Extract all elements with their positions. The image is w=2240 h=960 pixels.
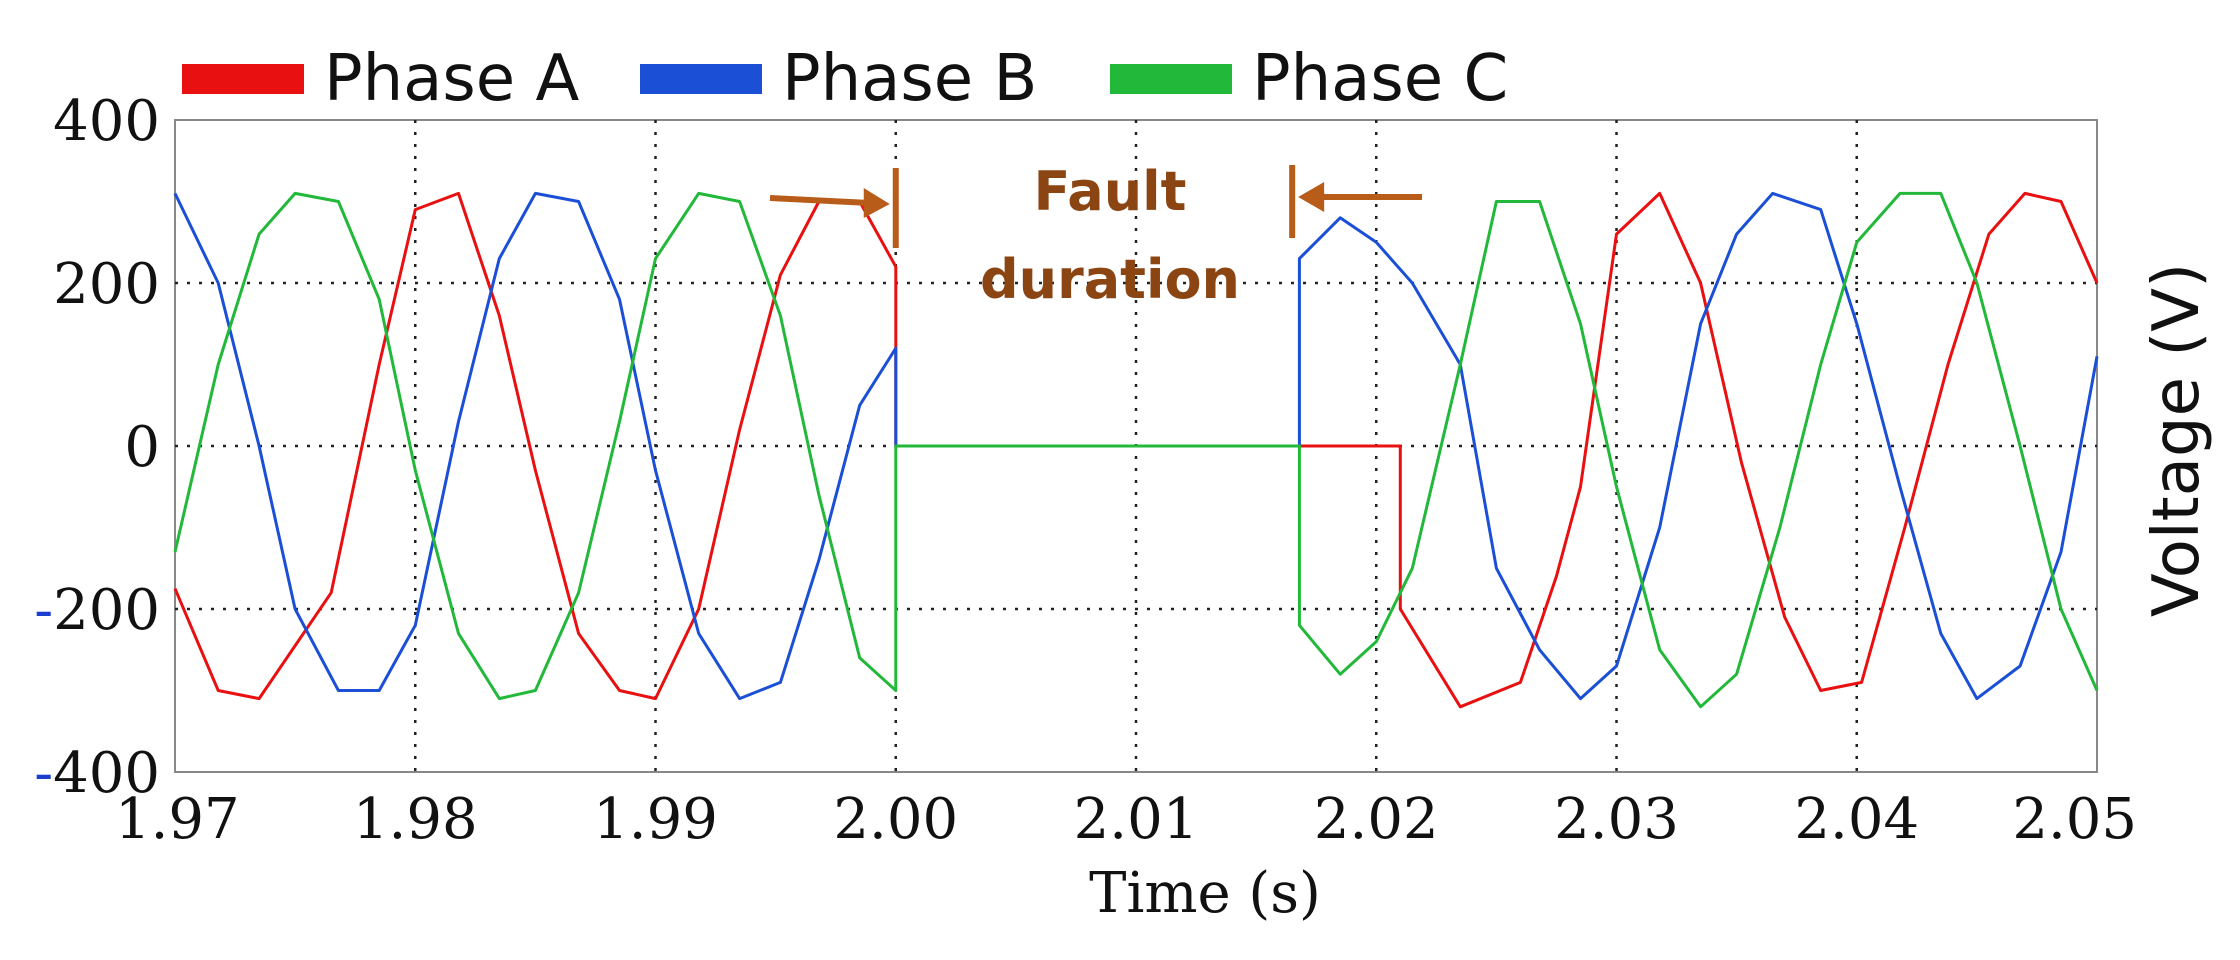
arrow-right-shaft bbox=[769, 195, 870, 206]
legend-swatch bbox=[182, 64, 304, 94]
x-tick-label: 1.99 bbox=[593, 787, 718, 852]
x-tick-label: 1.97 bbox=[115, 787, 240, 852]
x-tick-label: 2.02 bbox=[1314, 787, 1439, 852]
legend-label: Phase C bbox=[1252, 42, 1508, 116]
series-line-phase-c bbox=[173, 191, 2099, 709]
x-tick-label: 2.03 bbox=[1554, 787, 1679, 852]
y-axis-title: Voltage (V) bbox=[2140, 263, 2214, 617]
y-tick-label: -200 bbox=[34, 578, 160, 643]
series-group bbox=[173, 191, 2099, 709]
fault-label-line2: duration bbox=[980, 248, 1240, 311]
legend-swatch bbox=[640, 64, 762, 94]
y-tick-label: 0 bbox=[124, 415, 160, 480]
legend-swatch bbox=[1110, 64, 1232, 94]
fault-label-line1: Fault bbox=[1034, 160, 1187, 223]
legend-label: Phase B bbox=[782, 42, 1037, 116]
arrow-left-head bbox=[1298, 182, 1325, 212]
series-line-phase-b bbox=[173, 191, 2099, 701]
y-tick-label: 400 bbox=[53, 89, 160, 154]
x-tick-label: 2.04 bbox=[1794, 787, 1919, 852]
x-tick-labels: 1.97 1.98 1.99 2.00 2.01 2.02 2.03 2.04 2.05 bbox=[115, 787, 2137, 852]
x-tick-label: 2.01 bbox=[1074, 787, 1199, 852]
x-axis-title: Time (s) bbox=[1089, 861, 1321, 926]
arrow-right-head bbox=[863, 188, 890, 218]
x-tick-label: 2.00 bbox=[833, 787, 958, 852]
y-tick-labels: -400 -200 0 200 400 bbox=[34, 89, 160, 806]
x-tick-label: 1.98 bbox=[353, 787, 478, 852]
legend: Phase A Phase B Phase C bbox=[182, 42, 1508, 116]
fault-duration-annotation: Fault duration bbox=[769, 160, 1422, 311]
y-tick-label: -400 bbox=[34, 741, 160, 806]
y-tick-label: 200 bbox=[53, 252, 160, 317]
legend-label: Phase A bbox=[324, 42, 579, 116]
x-tick-label: 2.05 bbox=[2012, 787, 2137, 852]
